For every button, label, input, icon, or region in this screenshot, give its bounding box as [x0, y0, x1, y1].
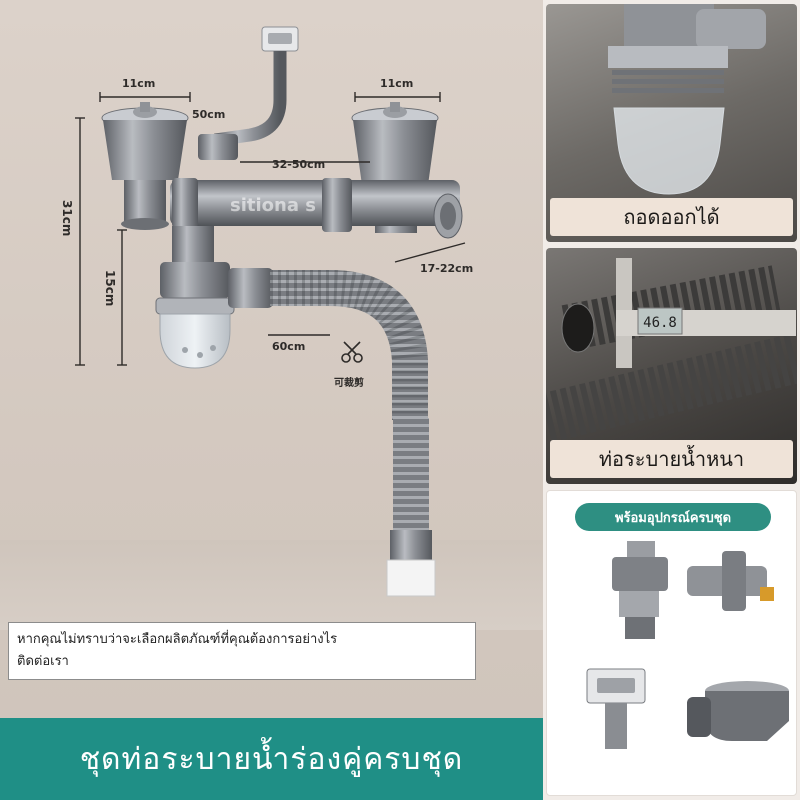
overflow-pipe: [198, 26, 299, 160]
removable-cup-card: ถอดออกได้: [546, 4, 797, 242]
accessories-title: พร้อมอุปกรณ์ครบชุด: [575, 503, 771, 531]
thick-pipe-photo: 46.8: [546, 258, 797, 443]
dim-left-bowl: 11cm: [122, 77, 156, 90]
removable-caption: ถอดออกได้: [550, 198, 793, 236]
floor-background: [0, 540, 543, 630]
note-line-1: หากคุณไม่ทราบว่าจะเลือกผลิตภัณฑ์ที่คุณต้…: [17, 632, 338, 647]
dim-side-extension: 17-22cm: [420, 262, 474, 275]
strainer-accessory: [612, 541, 668, 639]
dimension-lines: [75, 92, 466, 366]
dim-hose-length: 60cm: [272, 340, 306, 353]
contact-note: หากคุณไม่ทราบว่าจะเลือกผลิตภัณฑ์ที่คุณต้…: [8, 622, 476, 680]
corrugated-hose: [228, 268, 436, 597]
cuttable-label: 可裁剪: [334, 378, 364, 389]
accessories-card: พร้อมอุปกรณ์ครบชุด: [546, 490, 797, 796]
tee-accessory: [687, 551, 774, 611]
caliper-reading: 46.8: [643, 315, 677, 331]
dim-trap-height: 15cm: [103, 270, 117, 307]
dim-overflow: 50cm: [192, 108, 226, 121]
bottle-trap: [155, 226, 235, 369]
note-line-2: ติดต่อเรา: [17, 654, 69, 669]
left-basket-strainer: [101, 102, 189, 230]
dim-total-height: 31cm: [60, 200, 74, 237]
watermark: sitiona s: [230, 195, 316, 216]
thick-pipe-caption: ท่อระบายน้ำหนา: [550, 440, 793, 478]
thick-pipe-card: 46.8 ท่อระบายน้ำหนา: [546, 248, 797, 484]
removable-cup-photo: [608, 4, 766, 195]
product-title-banner: ชุดท่อระบายน้ำร่องคู่ครบชุด: [0, 718, 543, 800]
right-panel: ถอดออกได้ 46.8 ท่อระบายน้ำหนา พร้อมอุปกร…: [543, 0, 800, 800]
banner-title: ชุดท่อระบายน้ำร่องคู่ครบชุด: [79, 741, 464, 777]
elbow-accessory: [687, 681, 789, 741]
dim-right-bowl: 11cm: [380, 77, 414, 90]
accessories-photos: [586, 541, 789, 749]
horizontal-pipe: [170, 178, 463, 239]
drain-kit-illustration: [75, 26, 466, 597]
scissors-icon: [341, 341, 363, 363]
overflow-cover-accessory: [586, 668, 646, 749]
dim-span: 32-50cm: [272, 158, 326, 171]
